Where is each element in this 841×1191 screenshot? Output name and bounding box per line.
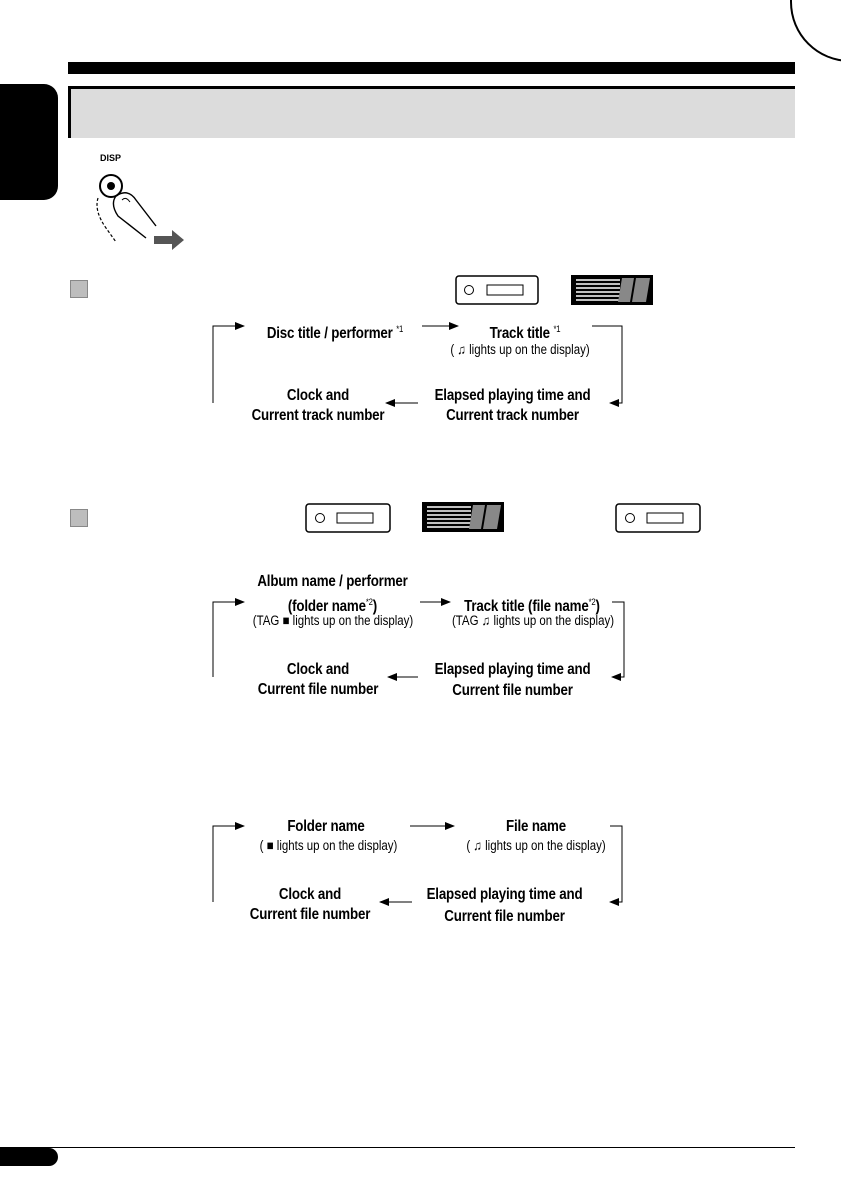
cycle2-clock-1: Clock and <box>286 661 350 678</box>
cycle1-disc-title: Disc title / performer *1 <box>266 324 404 343</box>
cycle3-clock-2: Current file number <box>249 906 371 923</box>
cycle2-album-2: (folder name*2) <box>287 597 378 616</box>
cycle2-elapsed-1: Elapsed playing time and <box>434 661 591 678</box>
cycle3-folder-name: Folder name <box>287 818 365 835</box>
cycle3-file-sub: ( ♫ lights up on the display) <box>466 838 606 853</box>
section-marker <box>70 280 88 298</box>
cycle1-track-title: Track title *1 <box>489 324 561 343</box>
cycle3-clock-1: Clock and <box>278 886 342 903</box>
top-rule <box>68 62 795 74</box>
striped-display-icon <box>571 275 653 305</box>
cycle1-clock-2: Current track number <box>251 407 385 424</box>
cycle3-elapsed-1: Elapsed playing time and <box>426 886 583 903</box>
page-number-tab <box>0 1148 58 1166</box>
cycle3-elapsed-2: Current file number <box>444 908 565 925</box>
cycle2-track-title: Track title (file name*2) <box>464 597 600 616</box>
cycle3-file-name: File name <box>506 818 566 835</box>
striped-display-icon <box>422 502 504 532</box>
cycle2-album-1: Album name / performer <box>257 573 408 590</box>
disp-button-finger-icon <box>96 174 184 250</box>
cycle2-clock-2: Current file number <box>257 681 379 698</box>
cycle2-album-sub: (TAG ■ lights up on the display) <box>252 613 414 628</box>
cycle1-track-sub: ( ♫ lights up on the display) <box>450 342 590 357</box>
section-marker <box>70 509 88 527</box>
display-unit-icon <box>305 503 391 533</box>
cycle2-elapsed-2: Current file number <box>452 682 573 699</box>
disp-label: DISP <box>100 153 122 163</box>
cycle3-folder-sub: ( ■ lights up on the display) <box>259 838 398 853</box>
display-unit-icon <box>455 275 539 305</box>
display-unit-icon <box>615 503 701 533</box>
section-title-bar <box>68 86 795 138</box>
language-tab <box>0 84 58 200</box>
bottom-rule <box>0 1147 795 1148</box>
cycle1-elapsed-1: Elapsed playing time and <box>434 387 591 404</box>
cycle1-elapsed-2: Current track number <box>446 407 579 424</box>
cycle1-clock-1: Clock and <box>286 387 350 404</box>
cycle2-track-sub: (TAG ♫ lights up on the display) <box>451 613 615 628</box>
